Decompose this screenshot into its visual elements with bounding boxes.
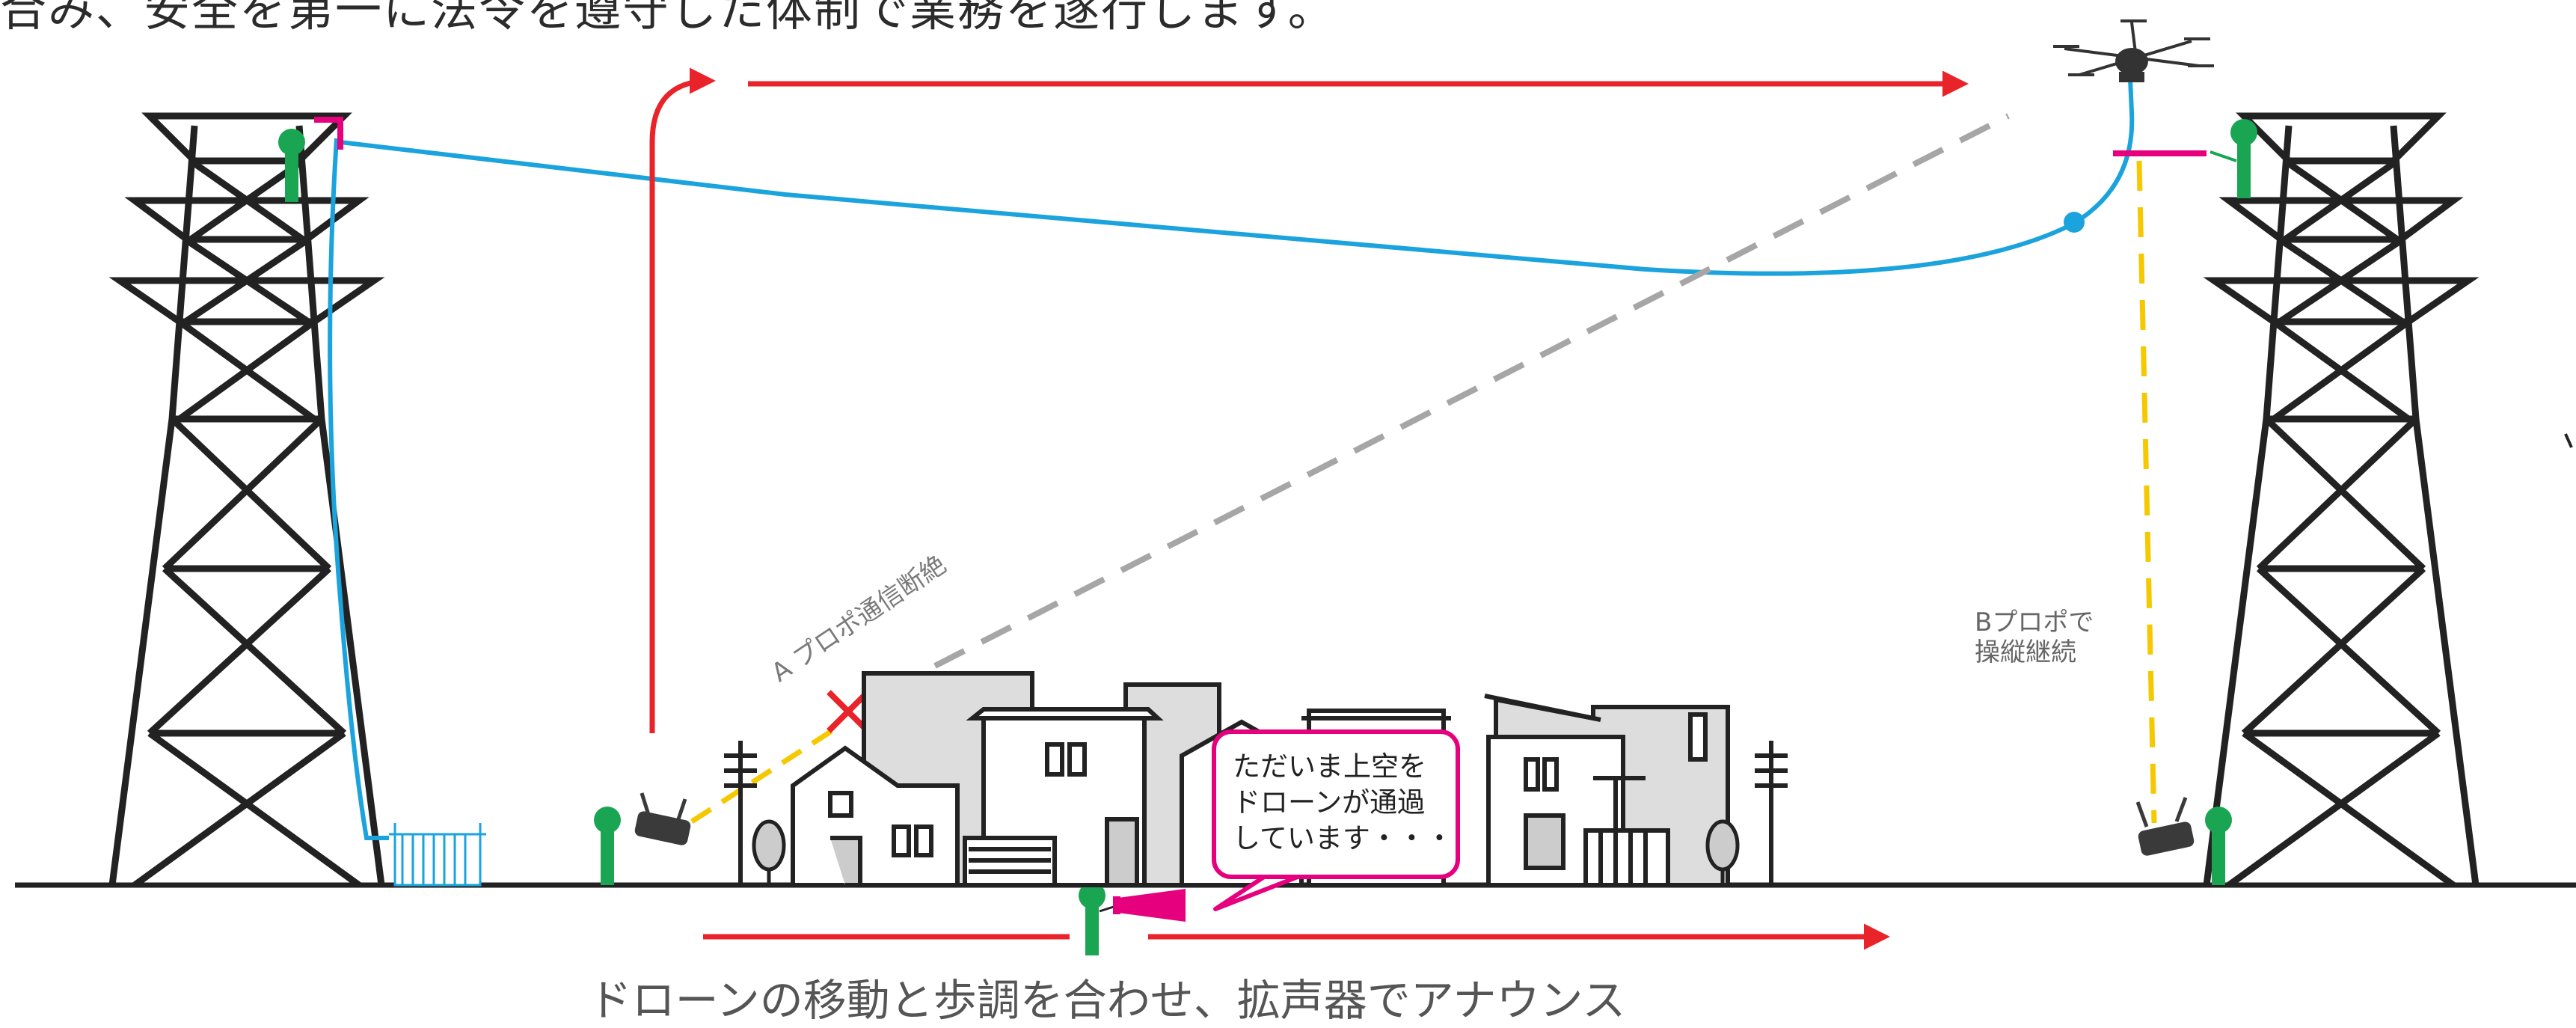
remote-controller-a-icon [634,792,691,845]
short-link-line [690,727,835,824]
worker-right-tower-icon [2209,119,2257,198]
label-b-line-2: 操縦継続 [1975,637,2076,667]
operator-a-icon [594,807,621,885]
bubble-line-1: ただいま上空を [1233,750,1426,783]
active-link-line [2136,160,2157,824]
drone-icon [2053,19,2214,83]
label-link-continued: Bプロポで 操縦継続 [1975,608,2094,667]
announcer-icon [1079,882,1105,955]
remote-controller-b-icon [2135,797,2195,856]
page-heading: 合み、安全を第一に法令を遵守した体制で業務を遂行します。 [0,0,1336,37]
operator-b-icon [2205,807,2232,885]
edge-tick-mark [2564,433,2573,448]
left-transmission-tower [108,112,385,888]
winch-icon [389,823,486,887]
bottom-caption: ドローンの移動と歩調を合わせ、拡声器でアナウンス [588,975,1626,1026]
speech-bubble: ただいま上空を ドローンが通過 しています・・・ [1212,729,1460,879]
label-b-line-1: Bプロポで [1975,608,2094,637]
left-insulator-marker [314,117,343,150]
loudspeaker-icon [1099,889,1186,922]
bubble-line-2: ドローンが通過 [1233,786,1426,819]
link-cut-x-icon [827,690,870,733]
bubble-line-3: しています・・・ [1233,822,1453,854]
utility-pole-right-icon [1755,741,1788,885]
tree-left-icon [752,819,786,885]
flight-path-up-arrow [649,67,716,733]
utility-pole-left-icon [724,741,757,885]
tree-right-icon [1705,819,1740,885]
tether-joint-icon [2064,212,2085,233]
worker-left-tower-icon [278,129,305,202]
right-transmission-tower [2203,112,2480,888]
lost-link-line [933,113,2010,669]
tether-line [328,78,2135,840]
